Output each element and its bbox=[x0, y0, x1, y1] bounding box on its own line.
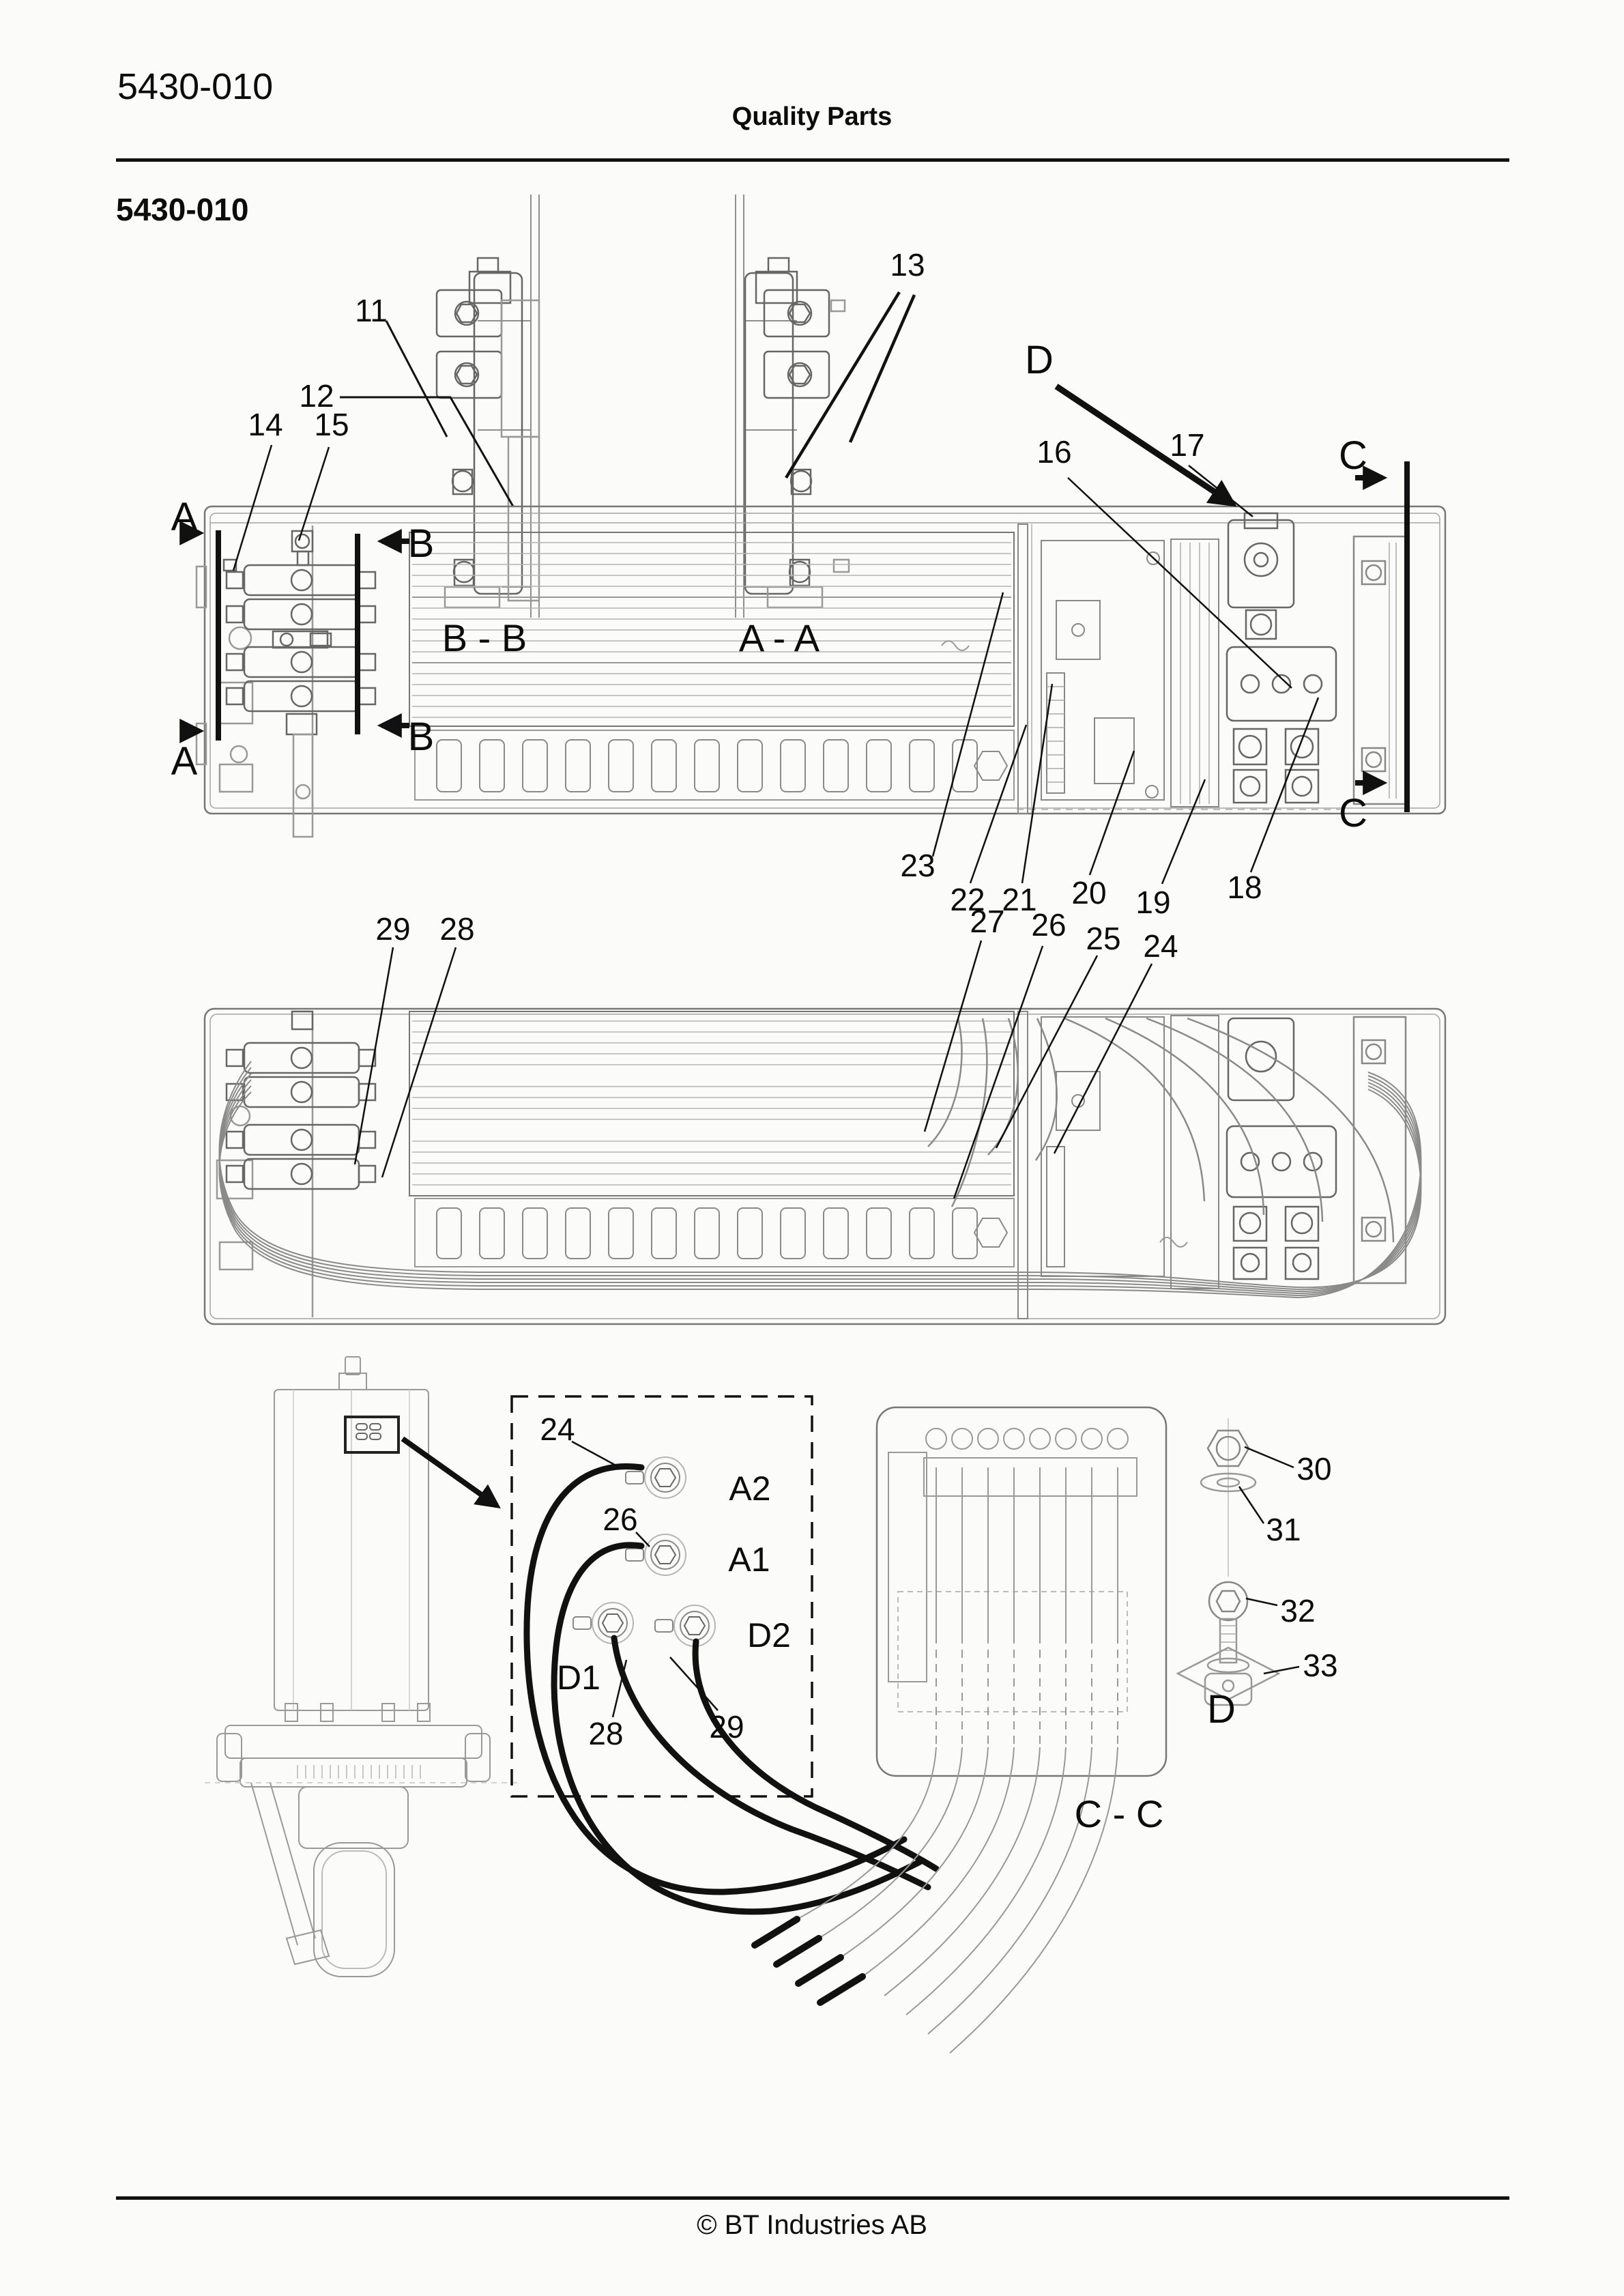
section-marker-c-bottom: C bbox=[1339, 791, 1367, 835]
callout-26-box: 26 bbox=[603, 1502, 638, 1537]
section-marker-b-bottom: B bbox=[407, 715, 435, 759]
section-marker-a-top: A bbox=[171, 495, 198, 539]
terminal-label-d1: D1 bbox=[557, 1659, 600, 1697]
callout-32: 32 bbox=[1280, 1593, 1316, 1628]
callout-19: 19 bbox=[1135, 885, 1171, 920]
callout-31: 31 bbox=[1266, 1512, 1301, 1547]
callout-21: 21 bbox=[1002, 882, 1037, 917]
callout-29-mid: 29 bbox=[375, 911, 411, 947]
footer-copyright: © BT Industries AB bbox=[697, 2210, 927, 2240]
callout-28-box: 28 bbox=[588, 1716, 624, 1751]
bottom-detail-drawings bbox=[205, 1356, 1300, 2054]
callout-15: 15 bbox=[314, 407, 349, 442]
terminal-label-d2: D2 bbox=[747, 1616, 791, 1654]
callout-24-box: 24 bbox=[540, 1411, 575, 1447]
detail-label-d: D bbox=[1207, 1687, 1236, 1732]
terminal-label-a1: A1 bbox=[728, 1540, 770, 1579]
callout-22: 22 bbox=[950, 882, 985, 917]
section-marker-d-arrow: D bbox=[1025, 338, 1054, 382]
callout-25: 25 bbox=[1086, 921, 1121, 956]
terminal-label-a2: A2 bbox=[729, 1469, 771, 1508]
callout-30: 30 bbox=[1296, 1451, 1332, 1487]
callout-11: 11 bbox=[355, 293, 388, 328]
section-marker-b-top: B bbox=[407, 521, 435, 566]
callout-28-mid: 28 bbox=[439, 911, 475, 947]
callout-20: 20 bbox=[1071, 875, 1107, 910]
callout-18: 18 bbox=[1227, 870, 1262, 905]
footer-rule bbox=[116, 2196, 1509, 2200]
page-title: Quality Parts bbox=[731, 102, 893, 131]
main-assembly-drawing bbox=[179, 384, 1447, 885]
callout-29-box: 29 bbox=[709, 1709, 744, 1745]
section-marker-a-bottom: A bbox=[171, 739, 198, 784]
callout-12: 12 bbox=[299, 378, 334, 414]
callout-17: 17 bbox=[1170, 427, 1205, 463]
view-label-aa: A - A bbox=[738, 616, 820, 659]
callout-13: 13 bbox=[890, 247, 925, 283]
callout-26-mid: 26 bbox=[1031, 907, 1067, 943]
page-doc-number: 5430-010 bbox=[117, 66, 274, 107]
view-label-cc: C - C bbox=[1074, 1792, 1164, 1835]
callout-27: 27 bbox=[970, 904, 1005, 939]
diagram-number: 5430-010 bbox=[116, 192, 249, 227]
header-rule bbox=[116, 158, 1509, 162]
wired-assembly-drawing bbox=[203, 940, 1447, 1325]
view-label-bb: B - B bbox=[441, 616, 527, 659]
callout-23: 23 bbox=[900, 848, 936, 883]
section-marker-c-top: C bbox=[1339, 433, 1367, 478]
callout-16: 16 bbox=[1036, 434, 1072, 470]
callout-14: 14 bbox=[248, 407, 283, 442]
callout-24-mid: 24 bbox=[1143, 928, 1178, 964]
callout-33: 33 bbox=[1303, 1648, 1338, 1683]
